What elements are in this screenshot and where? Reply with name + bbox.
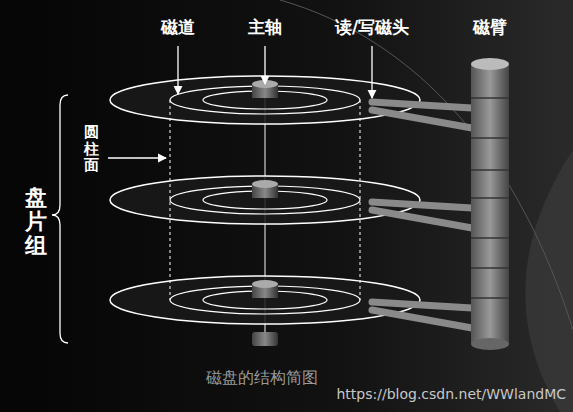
arm-column: [471, 58, 509, 350]
spindle-label: 主轴: [248, 16, 282, 39]
arm: [372, 102, 472, 328]
group-label: 盘片组: [25, 186, 47, 259]
leader-line: [108, 46, 372, 158]
head-label: 读/写磁头: [335, 16, 409, 39]
arm-label: 磁臂: [473, 16, 507, 39]
cylinder-label: 圆柱面: [84, 124, 99, 174]
spindle-bottom: [252, 332, 278, 346]
cylinder-outline: [170, 100, 360, 300]
track-label: 磁道: [161, 16, 195, 39]
caption: 磁盘的结构简图: [206, 368, 318, 389]
watermark: https://blog.csdn.net/WWlandMC: [336, 386, 566, 402]
swoosh: [525, 150, 573, 412]
group-bracket: [52, 95, 68, 343]
